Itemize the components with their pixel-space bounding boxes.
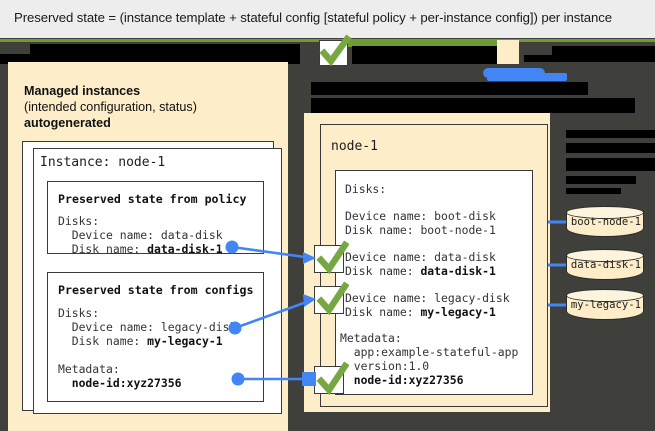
preserved-state-policy-box	[47, 181, 264, 254]
configs-box-heading: Preserved state from configs	[58, 283, 254, 297]
disk-label: my-legacy-1	[570, 299, 642, 311]
node-disks-label: Disks:	[345, 182, 387, 196]
cylinder-top	[566, 206, 644, 219]
managed-instances-subtitle: (intended configuration, status)	[24, 100, 197, 114]
disk-label: boot-node-1	[570, 216, 642, 228]
node-entry-device-line: Device name: data-disk	[345, 250, 496, 264]
configs-metadata-value: node-id:xyz27356	[71, 376, 182, 390]
redaction-bar	[524, 46, 655, 62]
configs-box-disk-line: Disk name: my-legacy-1	[58, 334, 223, 348]
node-metadata-bold-line: node-id:xyz27356	[353, 373, 464, 387]
policy-box-device-line: Device name: data-disk	[58, 228, 223, 242]
redaction-bar	[311, 82, 588, 95]
redaction-bar	[352, 46, 502, 64]
redaction-bar	[566, 158, 655, 171]
cylinder-top	[566, 249, 644, 262]
configs-box-disks-label: Disks:	[58, 306, 100, 320]
redaction-bar	[311, 98, 635, 113]
page-title: Preserved state = (instance template + s…	[14, 10, 612, 25]
redaction-bar	[566, 176, 636, 184]
preserved-state-configs-box	[47, 272, 264, 402]
check-glyph	[319, 34, 352, 67]
disk-cylinder-boot-node-1: boot-node-1	[566, 206, 644, 239]
node-entry-disk-line: Disk name: boot-node-1	[345, 223, 496, 237]
policy-box-disks-label: Disks:	[58, 214, 100, 228]
redaction-bar	[566, 130, 655, 138]
redaction-bar	[0, 44, 30, 54]
node-entry-disk-line: Disk name: my-legacy-1	[345, 305, 496, 319]
managed-instances-autogenerated: autogenerated	[24, 116, 111, 130]
checkmark-icon-data-disk	[314, 240, 349, 275]
check-glyph	[316, 240, 349, 275]
policy-box-heading: Preserved state from policy	[58, 192, 247, 206]
green-highlight-bar	[328, 41, 506, 47]
managed-instances-title: Managed instances	[24, 84, 141, 98]
cream-chip	[497, 40, 519, 64]
node-entry-device-line: Device name: legacy-disk	[345, 291, 510, 305]
checkmark-icon-legacy-disk	[314, 281, 349, 316]
redaction-bar	[566, 143, 655, 153]
redaction-bar	[524, 46, 552, 55]
configs-metadata-label: Metadata:	[58, 362, 120, 376]
node-entry-disk-line: Disk name: data-disk-1	[345, 264, 496, 278]
node-panel-title: node-1	[331, 139, 378, 154]
redaction-bar	[487, 73, 567, 81]
redaction-bar	[566, 188, 621, 194]
header-bar: Preserved state = (instance template + s…	[0, 0, 655, 38]
redaction-bar	[0, 44, 300, 64]
disk-cylinder-my-legacy-1: my-legacy-1	[566, 289, 644, 322]
check-glyph	[316, 361, 349, 396]
cylinder-top	[566, 289, 644, 302]
node-metadata-line: version:1.0	[353, 359, 430, 373]
checkmark-icon	[319, 34, 352, 67]
node-entry-device-line: Device name: boot-disk	[345, 209, 496, 223]
node-details-box	[335, 170, 533, 395]
instance-card-title: Instance: node-1	[40, 155, 166, 170]
node-metadata-label: Metadata:	[340, 331, 402, 345]
check-glyph	[316, 281, 349, 316]
configs-box-device-line: Device name: legacy-disk	[58, 320, 237, 334]
policy-disk-name: data-disk-1	[147, 242, 223, 256]
configs-disk-name: my-legacy-1	[147, 334, 223, 348]
disk-label: data-disk-1	[570, 259, 642, 271]
policy-box-disk-line: Disk name: data-disk-1	[58, 242, 223, 256]
disk-cylinder-data-disk-1: data-disk-1	[566, 249, 644, 282]
node-metadata-line: app:example-stateful-app	[353, 345, 519, 359]
